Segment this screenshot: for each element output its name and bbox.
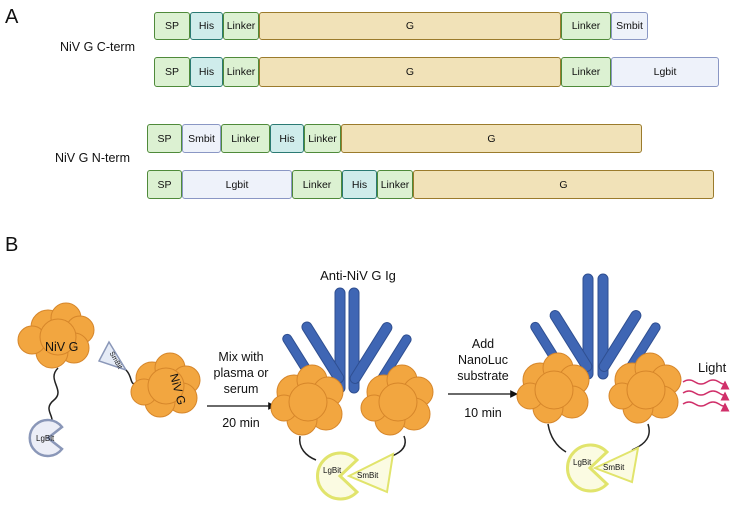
segment-sp: SP: [154, 12, 190, 40]
panel-b-label: B: [5, 234, 19, 256]
segment-smbit: Smbit: [611, 12, 648, 40]
segment-linker: Linker: [561, 57, 611, 87]
segment-linker: Linker: [292, 170, 342, 199]
segment-linker: Linker: [377, 170, 413, 199]
light-chain-right: [349, 322, 393, 384]
segment-linker: Linker: [304, 124, 341, 153]
step1-line3: serum: [224, 382, 259, 396]
n-term-label: NiV G N-term: [55, 151, 130, 165]
niv-g-label-1: NiV G: [45, 340, 78, 354]
niv-g-lgbit-construct: NiV G LgBit: [17, 302, 95, 458]
light-rays: [682, 379, 730, 412]
segment-sp: SP: [147, 124, 182, 153]
c-term-label: NiV G C-term: [60, 40, 135, 54]
niv-g-smbit-construct: SmBit NiV G: [97, 340, 201, 418]
light-ray: [682, 401, 730, 412]
step2-line3: substrate: [457, 369, 508, 383]
step2-time: 10 min: [464, 406, 502, 420]
lgbit-pacman: [315, 451, 360, 501]
panel-a-label: A: [5, 6, 19, 28]
step2-line1: Add: [472, 337, 494, 351]
step1-time: 20 min: [222, 416, 260, 430]
niv-g-protein-blob: [608, 352, 682, 424]
niv-g-protein-blob: [270, 364, 344, 436]
smbit-label-2: SmBit: [357, 471, 379, 480]
antibody-label: Anti-NiV G Ig: [320, 268, 396, 283]
light-chain-left: [301, 321, 345, 384]
segment-smbit: Smbit: [182, 124, 221, 153]
light-chain-left: [549, 310, 593, 372]
light-ray: [682, 379, 730, 390]
step1-line2: plasma or: [214, 366, 269, 380]
segment-lgbit: Lgbit: [611, 57, 719, 87]
segment-g: G: [413, 170, 714, 199]
step1-line1: Mix with: [218, 350, 263, 364]
segment-g: G: [259, 57, 561, 87]
smbit-label-3: SmBit: [603, 463, 625, 472]
segment-linker: Linker: [221, 124, 270, 153]
segment-sp: SP: [147, 170, 182, 199]
light-ray: [682, 390, 730, 401]
lgbit-label-1: LgBit: [36, 434, 55, 443]
segment-linker: Linker: [223, 12, 259, 40]
smbit-triangle: [592, 446, 640, 484]
tether-line: [391, 435, 406, 457]
assay-diagram: NiV G LgBit SmBit NiV G Mix with plasma …: [17, 268, 730, 501]
segment-g: G: [341, 124, 642, 153]
niv-g-protein-blob: [17, 302, 95, 369]
lgbit-pacman: [28, 418, 64, 458]
tether-line: [298, 435, 317, 461]
niv-g-protein-blob: [516, 352, 590, 424]
heavy-chain-right: [597, 273, 609, 380]
smbit-triangle: [97, 340, 128, 372]
step2-line2: NanoLuc: [458, 353, 508, 367]
segment-his: His: [190, 12, 223, 40]
segment-lgbit: Lgbit: [182, 170, 292, 199]
niv-g-protein-blob: [130, 352, 201, 418]
lgbit-label-2: LgBit: [323, 466, 342, 475]
segment-linker: Linker: [223, 57, 259, 87]
lgbit-pacman: [565, 443, 610, 493]
segment-sp: SP: [154, 57, 190, 87]
segment-his: His: [190, 57, 223, 87]
tether-line: [631, 423, 650, 451]
smbit-triangle: [346, 452, 395, 494]
lgbit-label-3: LgBit: [573, 458, 592, 467]
segment-his: His: [342, 170, 377, 199]
niv-g-protein-blob: [360, 364, 434, 436]
tether-line: [48, 367, 59, 421]
segment-linker: Linker: [561, 12, 611, 40]
light-label: Light: [698, 360, 727, 375]
segment-g: G: [259, 12, 561, 40]
light-chain-right: [598, 310, 642, 372]
tether-line: [547, 423, 567, 453]
segment-his: His: [270, 124, 304, 153]
